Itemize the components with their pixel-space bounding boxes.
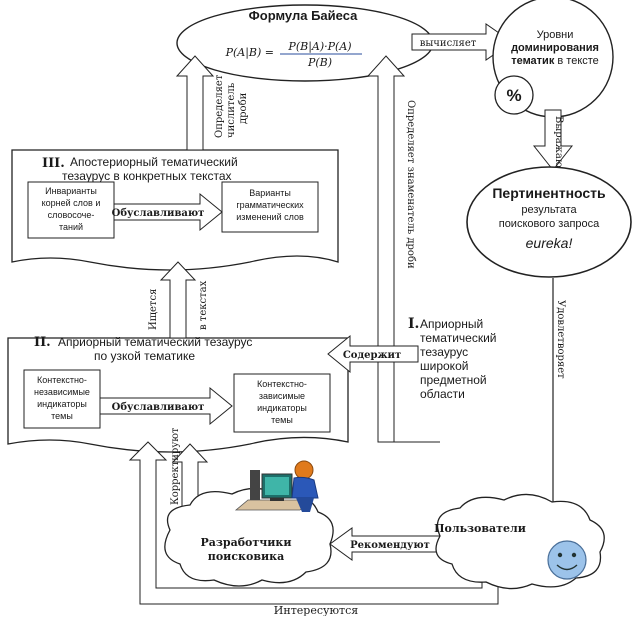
ctx-dependent-line2: зависимые <box>259 391 305 401</box>
ctx-independent-box <box>23 369 101 429</box>
user-smiley-icon <box>547 540 587 580</box>
contains-arrow <box>327 334 419 374</box>
contains-label: Содержит <box>343 350 401 361</box>
bayes-formula-denominator: P(B) <box>307 56 332 69</box>
ctx-dependent-box <box>233 373 331 433</box>
recommend-label: Рекомендуют <box>350 540 430 551</box>
conditions-arrow-2-label: Обуславливают <box>112 402 205 413</box>
thesaurus3-number: III. <box>42 156 65 171</box>
pertinence-title: Пертинентность <box>492 185 606 201</box>
recommend-arrow <box>329 527 443 561</box>
denominator-label: Определяет знаменатель дроби <box>405 100 416 269</box>
invariants-box <box>27 181 115 239</box>
denominator-arrow <box>366 55 406 443</box>
ctx-independent-line2: независимые <box>34 387 90 397</box>
ctx-independent-line1: Контекстно- <box>37 375 87 385</box>
expresses-label: Выражают <box>553 116 564 174</box>
calculates-label: вычисляет <box>420 38 477 49</box>
percent-icon: % <box>506 86 521 105</box>
variants-line1: Варианты <box>249 188 291 198</box>
conditions-arrow-3 <box>113 192 223 232</box>
levels-line1: Уровни <box>537 29 574 41</box>
invariants-line3: словосоче- <box>48 210 95 220</box>
variants-line2: грамматических <box>236 200 304 210</box>
ctx-dependent-line4: темы <box>271 415 293 425</box>
ctx-dependent-line3: индикаторы <box>257 403 307 413</box>
thesaurus2-title-line2: по узкой тематике <box>94 349 195 363</box>
levels-line2: доминирования <box>511 42 599 54</box>
thesaurus1-line1: Априорный <box>420 317 483 331</box>
thesaurus3-title-line1: Апостериорный тематический <box>70 155 238 169</box>
searched-label-2: в текстах <box>198 280 209 330</box>
ctx-independent-line3: индикаторы <box>37 399 87 409</box>
bayes-title: Формула Байеса <box>249 8 358 23</box>
numerator-label-3: дроби <box>238 92 249 124</box>
levels-line3: тематик в тексте <box>511 55 599 67</box>
variants-box <box>221 181 319 233</box>
pertinence-line3: поискового запроса <box>499 218 600 230</box>
users-label: Пользователи <box>434 522 526 535</box>
expresses-arrow <box>532 109 574 171</box>
numerator-label-2: числитель <box>226 82 237 138</box>
thesaurus1-line5: предметной <box>420 373 487 387</box>
thesaurus1-line3: тезаурус <box>420 345 468 359</box>
developers-line2: поисковика <box>208 550 284 563</box>
pertinence-ellipse <box>466 166 632 278</box>
interested-path <box>128 441 499 605</box>
thesaurus2-number: II. <box>34 335 51 350</box>
thesaurus3-title-line2: тезаурус в конкретных текстах <box>62 169 232 183</box>
eureka-text: eureka! <box>526 235 573 251</box>
thesaurus1-line6: области <box>420 387 465 401</box>
corrects-label: Корректируют <box>170 427 181 505</box>
bayes-formula-numerator: P(B|A)·P(A) <box>287 40 351 54</box>
thesaurus1-number: I. <box>408 316 419 332</box>
thesaurus1-line2: тематический <box>420 331 496 345</box>
invariants-line4: таний <box>59 222 83 232</box>
searched-label-1: Ищется <box>148 289 159 330</box>
developers-line1: Разработчики <box>200 536 291 549</box>
developer-computer-icon <box>234 460 319 512</box>
searched-arrow <box>159 261 197 339</box>
numerator-arrow <box>175 55 215 151</box>
conditions-arrow-2 <box>99 386 233 426</box>
ctx-independent-line4: темы <box>51 411 73 421</box>
thesaurus2-title-line1: Априорный тематический тезаурус <box>58 335 252 349</box>
pertinence-line2: результата <box>521 204 577 216</box>
percent-badge <box>494 75 534 115</box>
satisfies-label: Удовлетворяет <box>555 300 566 379</box>
thesaurus1-line4: широкой <box>420 359 468 373</box>
bayes-formula-lhs: P(A|B) = <box>225 46 274 60</box>
numerator-label-1: Определяет <box>214 74 225 138</box>
ctx-dependent-line1: Контекстно- <box>257 379 307 389</box>
conditions-arrow-3-label: Обуславливают <box>112 208 205 219</box>
variants-line3: изменений слов <box>236 212 304 222</box>
invariants-line2: корней слов и <box>42 198 101 208</box>
interested-label: Интересуются <box>274 604 359 616</box>
invariants-line1: Инварианты <box>45 186 97 196</box>
